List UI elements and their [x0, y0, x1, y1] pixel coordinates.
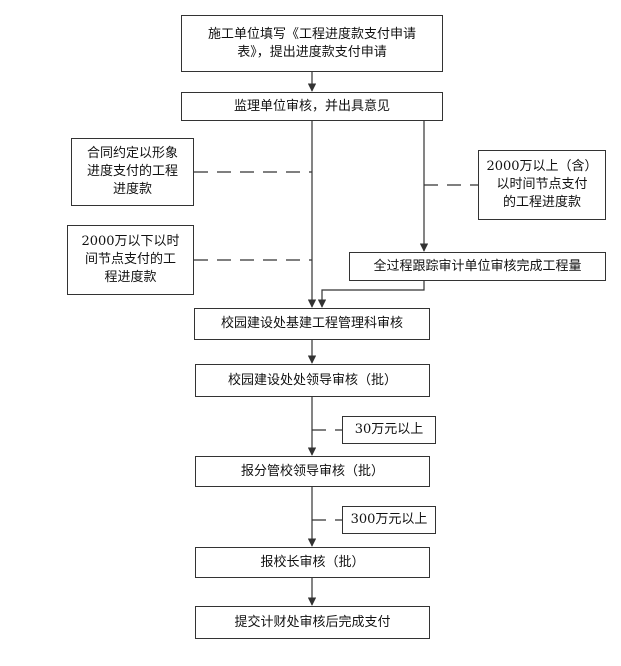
node-apply: 施工单位填写《工程进度款支付申请 表》，提出进度款支付申请 — [181, 15, 443, 72]
node-president-label: 报校长审核（批） — [260, 554, 365, 570]
node-finance-label: 提交计财处审核后完成支付 — [234, 614, 391, 630]
node-image-progress-line-1: 合同约定以形象 — [86, 146, 178, 161]
node-apply-line-1: 施工单位填写《工程进度款支付申请 — [207, 26, 416, 42]
node-finance: 提交计财处审核后完成支付 — [195, 606, 430, 639]
node-supervisor: 监理单位审核，并出具意见 — [181, 92, 443, 121]
node-audit-label: 全过程跟踪审计单位审核完成工程量 — [373, 258, 582, 274]
node-infra-dept-label: 校园建设处基建工程管理科审核 — [220, 316, 403, 331]
node-over-2000: 2000万以上（含） 以时间节点支付 的工程进度款 — [478, 150, 606, 220]
node-over-300: 300万元以上 — [342, 506, 436, 534]
node-over-30-label: 30万元以上 — [354, 422, 424, 437]
node-audit: 全过程跟踪审计单位审核完成工程量 — [349, 252, 606, 281]
node-dept-leader: 校园建设处处领导审核（批） — [195, 364, 430, 397]
node-infra-dept: 校园建设处基建工程管理科审核 — [194, 308, 430, 340]
arrow-audit-to-infra — [317, 281, 425, 308]
node-over-300-label: 300万元以上 — [350, 512, 428, 527]
node-under-2000-line-3: 程进度款 — [104, 270, 157, 285]
node-under-2000-line-1: 2000万以下以时 — [81, 234, 180, 249]
node-dept-leader-label: 校园建设处处领导审核（批） — [227, 372, 397, 388]
node-image-progress-line-2: 进度支付的工程 — [86, 164, 178, 179]
node-vice-president: 报分管校领导审核（批） — [195, 456, 430, 487]
node-president: 报校长审核（批） — [195, 547, 430, 578]
node-vice-president-label: 报分管校领导审核（批） — [240, 463, 384, 479]
node-over-2000-line-3: 的工程进度款 — [502, 195, 581, 210]
node-under-2000-line-2: 间节点支付的工 — [84, 252, 176, 267]
node-over-2000-line-2: 以时间节点支付 — [496, 177, 588, 192]
node-under-2000: 2000万以下以时 间节点支付的工 程进度款 — [67, 225, 194, 295]
node-supervisor-label: 监理单位审核，并出具意见 — [233, 98, 390, 114]
node-image-progress-line-3: 进度款 — [112, 182, 152, 197]
node-over-30: 30万元以上 — [342, 416, 436, 444]
node-apply-line-2: 表》，提出进度款支付申请 — [237, 44, 387, 60]
node-image-progress: 合同约定以形象 进度支付的工程 进度款 — [71, 138, 194, 206]
node-over-2000-line-1: 2000万以上（含） — [486, 159, 598, 174]
